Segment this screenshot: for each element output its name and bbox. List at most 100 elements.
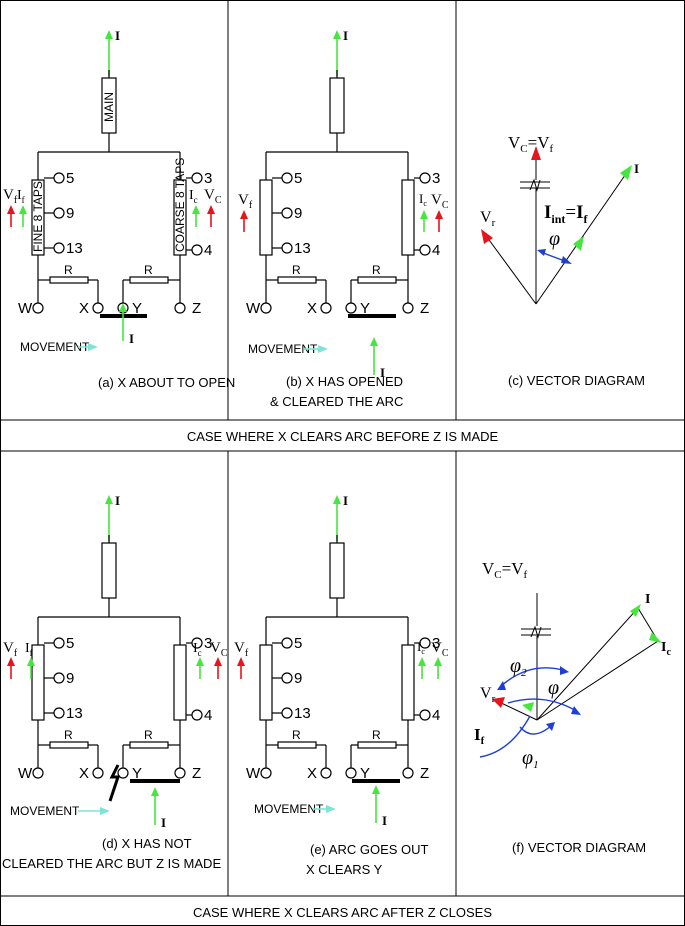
tap-13-terminal xyxy=(281,707,293,719)
label-w: W xyxy=(246,765,261,782)
vf-label: Vf xyxy=(3,640,18,659)
arrow-i xyxy=(620,165,632,180)
arrow-iint xyxy=(573,236,584,251)
terminal-z xyxy=(402,767,414,779)
movement-label: MOVEMENT xyxy=(248,342,318,356)
tap-13-label: 13 xyxy=(66,705,83,722)
tap-9-terminal xyxy=(53,207,65,219)
movement-label: MOVEMENT xyxy=(254,802,324,816)
label-z: Z xyxy=(192,300,201,317)
ic-arrow xyxy=(420,210,428,232)
tap-4-label: 4 xyxy=(432,242,440,259)
label-y: Y xyxy=(360,300,370,317)
current-arrow-bottom xyxy=(151,787,159,825)
tap-3-terminal xyxy=(191,637,203,649)
if-label: If xyxy=(17,188,25,205)
terminal-w xyxy=(32,767,44,779)
terminal-w xyxy=(260,302,272,314)
tap-3-label: 3 xyxy=(432,635,440,652)
label-w: W xyxy=(246,300,261,317)
vector-f-label-phi: φ xyxy=(548,677,559,699)
caption-a: (a) X ABOUT TO OPEN xyxy=(98,375,235,390)
current-label-top: I xyxy=(115,493,120,508)
label-z: Z xyxy=(420,765,429,782)
fine-tap-winding xyxy=(259,644,273,721)
ic-label: Ic xyxy=(417,639,425,656)
vc-arrow xyxy=(214,657,222,679)
vector-f-label-if: If xyxy=(474,725,485,747)
capacitor-break-symbol-f xyxy=(521,625,551,639)
tap-9-label: 9 xyxy=(66,670,74,687)
terminal-y xyxy=(117,767,129,779)
vc-arrow xyxy=(207,205,215,227)
current-arrow-bottom xyxy=(370,337,378,375)
vector-f-label-ic: Ic xyxy=(661,640,671,658)
current-arrow-top xyxy=(333,495,341,541)
resistor-right xyxy=(357,276,397,284)
coarse-tap-winding xyxy=(173,644,187,721)
coarse-tap-winding xyxy=(401,179,415,256)
vector-label-i: I xyxy=(634,161,639,176)
tap-4-terminal xyxy=(191,709,203,721)
arc-break xyxy=(108,764,121,802)
caption-e-line1: (e) ARC GOES OUT xyxy=(310,842,429,857)
fine-tap-winding xyxy=(259,179,273,256)
current-arrow-top xyxy=(333,30,341,76)
terminal-x xyxy=(320,302,332,314)
vc-label: VC xyxy=(431,640,449,659)
tap-5-terminal xyxy=(281,637,293,649)
current-label-top: I xyxy=(343,28,348,43)
current-label-bottom: I xyxy=(129,331,134,346)
resistor-right xyxy=(357,741,397,749)
terminal-w xyxy=(260,767,272,779)
tap-5-terminal xyxy=(281,172,293,184)
resistor-left-label: R xyxy=(64,728,73,742)
terminal-y xyxy=(345,302,357,314)
tap-13-terminal xyxy=(53,707,65,719)
movement-label: MOVEMENT xyxy=(20,340,90,354)
arrow-vc-vf xyxy=(531,146,541,160)
resistor-right-label: R xyxy=(372,263,381,277)
vf-arrow xyxy=(237,657,245,679)
tap-3-label: 3 xyxy=(432,170,440,187)
fine-tap-winding xyxy=(31,644,45,721)
tap-4-terminal xyxy=(191,244,203,256)
caption-bottom-row: CASE WHERE X CLEARS ARC AFTER Z CLOSES xyxy=(193,905,492,920)
arrow-f-vr xyxy=(492,697,505,708)
label-x: X xyxy=(307,300,317,317)
tap-5-label: 5 xyxy=(66,170,74,187)
vector-label-phi: φ xyxy=(549,228,560,250)
caption-b-line1: (b) X HAS OPENED xyxy=(286,374,403,389)
resistor-right xyxy=(129,741,169,749)
tap-9-terminal xyxy=(281,207,293,219)
terminal-y xyxy=(345,767,357,779)
terminal-z xyxy=(402,302,414,314)
tap-3-label: 3 xyxy=(204,170,212,187)
arrow-f-ic xyxy=(649,632,662,643)
main-winding xyxy=(329,77,345,134)
terminal-z xyxy=(174,302,186,314)
resistor-left-label: R xyxy=(292,263,301,277)
resistor-left xyxy=(49,276,89,284)
vf-label: Vf xyxy=(3,187,18,206)
resistor-right-label: R xyxy=(144,728,153,742)
if-label: If xyxy=(25,641,33,658)
ic-label: Ic xyxy=(189,188,198,205)
resistor-right-label: R xyxy=(144,263,153,277)
resistor-left xyxy=(277,741,317,749)
tap-5-terminal xyxy=(53,172,65,184)
current-arrow-top xyxy=(105,495,113,541)
current-arrow-bottom xyxy=(372,785,380,823)
resistor-left-label: R xyxy=(292,728,301,742)
tap-4-label: 4 xyxy=(432,707,440,724)
label-z: Z xyxy=(192,765,201,782)
tap-13-label: 13 xyxy=(294,705,311,722)
vf-arrow xyxy=(240,210,248,232)
terminal-x xyxy=(92,302,104,314)
tap-5-label: 5 xyxy=(294,635,302,652)
caption-f: (f) VECTOR DIAGRAM xyxy=(512,840,646,855)
tap-5-terminal xyxy=(53,637,65,649)
tap-9-label: 9 xyxy=(294,670,302,687)
